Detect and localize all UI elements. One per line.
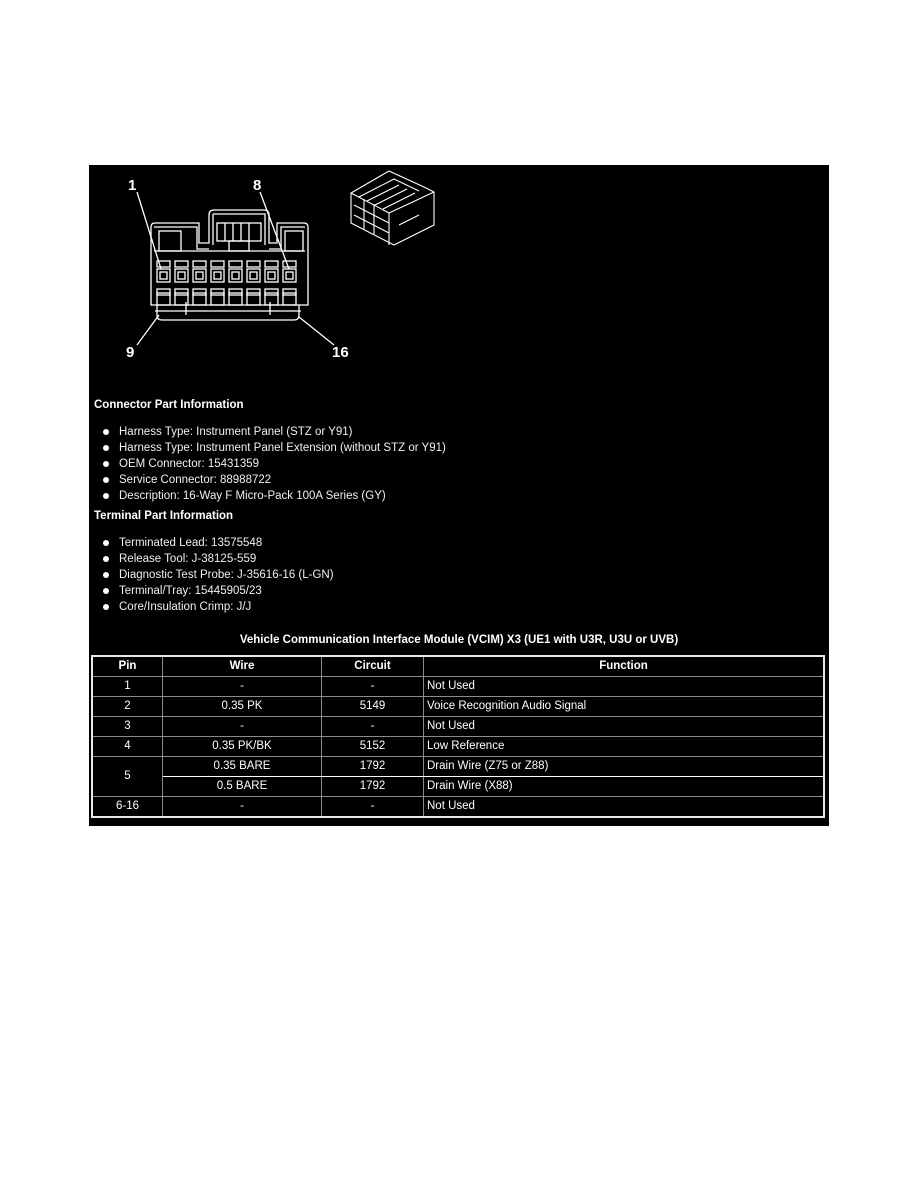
table-header-row: Pin Wire Circuit Function [91, 655, 825, 677]
cell-circuit: - [321, 716, 424, 737]
cell-function: Low Reference [423, 736, 825, 757]
cell-circuit: - [321, 676, 424, 697]
callout-pin-16: 16 [332, 344, 349, 361]
pin-table-title: Vehicle Communication Interface Module (… [239, 634, 679, 646]
cell-pin: 3 [91, 716, 163, 737]
bullet-icon [103, 572, 109, 578]
pin-table: Pin Wire Circuit Function 1 - - Not Used… [91, 655, 825, 818]
cell-circuit: 1792 [321, 756, 424, 777]
cell-wire: - [162, 716, 322, 737]
terminal-part-info-title: Terminal Part Information [94, 510, 234, 522]
bullet-icon [103, 493, 109, 499]
list-item: Harness Type: Instrument Panel Extension… [89, 440, 446, 456]
cell-function: Drain Wire (X88) [423, 776, 825, 797]
callout-pin-8: 8 [253, 177, 261, 194]
connector-isometric-icon [350, 170, 435, 246]
cell-pin: 6-16 [91, 796, 163, 818]
connector-info-panel: 1 8 9 16 Connector Part Information Harn… [89, 165, 829, 826]
cell-wire: - [162, 676, 322, 697]
cell-wire: 0.35 PK [162, 696, 322, 717]
cell-pin: 5 [91, 756, 163, 797]
connector-diagram: 1 8 9 16 [126, 170, 435, 361]
cell-circuit: 5152 [321, 736, 424, 757]
table-row: 2 0.35 PK 5149 Voice Recognition Audio S… [91, 696, 825, 717]
list-item: Core/Insulation Crimp: J/J [89, 599, 334, 615]
header-circuit: Circuit [321, 655, 424, 677]
connector-part-info-title: Connector Part Information [94, 399, 244, 411]
callout-pin-1: 1 [128, 177, 136, 194]
callout-pin-9: 9 [126, 344, 134, 361]
cell-circuit: 5149 [321, 696, 424, 717]
table-row: 3 - - Not Used [91, 716, 825, 737]
list-item: OEM Connector: 15431359 [89, 456, 446, 472]
table-row: 0.5 BARE 1792 Drain Wire (X88) [92, 776, 825, 797]
header-wire: Wire [162, 655, 322, 677]
cell-wire: 0.5 BARE [162, 776, 322, 797]
terminal-part-info-list: Terminated Lead: 13575548 Release Tool: … [89, 535, 334, 615]
cell-circuit: - [321, 796, 424, 818]
cell-function: Not Used [423, 676, 825, 697]
list-item: Service Connector: 88988722 [89, 472, 446, 488]
cell-pin: 2 [91, 696, 163, 717]
list-item: Diagnostic Test Probe: J-35616-16 (L-GN) [89, 567, 334, 583]
cell-function: Not Used [423, 716, 825, 737]
list-item: Description: 16-Way F Micro-Pack 100A Se… [89, 488, 446, 504]
cell-pin: 1 [91, 676, 163, 697]
table-row: 5 0.35 BARE 1792 Drain Wire (Z75 or Z88) [91, 756, 825, 797]
cell-wire: 0.35 BARE [162, 756, 322, 777]
bullet-icon [103, 461, 109, 467]
cell-function: Not Used [423, 796, 825, 818]
table-row: 6-16 - - Not Used [91, 796, 825, 818]
header-pin: Pin [91, 655, 163, 677]
bullet-icon [103, 556, 109, 562]
cell-wire: 0.35 PK/BK [162, 736, 322, 757]
bullet-icon [103, 477, 109, 483]
bullet-icon [103, 604, 109, 610]
cell-function: Voice Recognition Audio Signal [423, 696, 825, 717]
list-item: Harness Type: Instrument Panel (STZ or Y… [89, 424, 446, 440]
cell-pin: 4 [91, 736, 163, 757]
list-item: Release Tool: J-38125-559 [89, 551, 334, 567]
table-row: 1 - - Not Used [91, 676, 825, 697]
bullet-icon [103, 588, 109, 594]
table-row: 4 0.35 PK/BK 5152 Low Reference [91, 736, 825, 757]
cell-circuit: 1792 [321, 776, 424, 797]
connector-part-info-list: Harness Type: Instrument Panel (STZ or Y… [89, 424, 446, 504]
list-item: Terminal/Tray: 15445905/23 [89, 583, 334, 599]
cell-function: Drain Wire (Z75 or Z88) [423, 756, 825, 777]
bullet-icon [103, 445, 109, 451]
list-item: Terminated Lead: 13575548 [89, 535, 334, 551]
header-function: Function [423, 655, 825, 677]
bullet-icon [103, 429, 109, 435]
connector-face-icon [136, 191, 335, 346]
cell-wire: - [162, 796, 322, 818]
bullet-icon [103, 540, 109, 546]
